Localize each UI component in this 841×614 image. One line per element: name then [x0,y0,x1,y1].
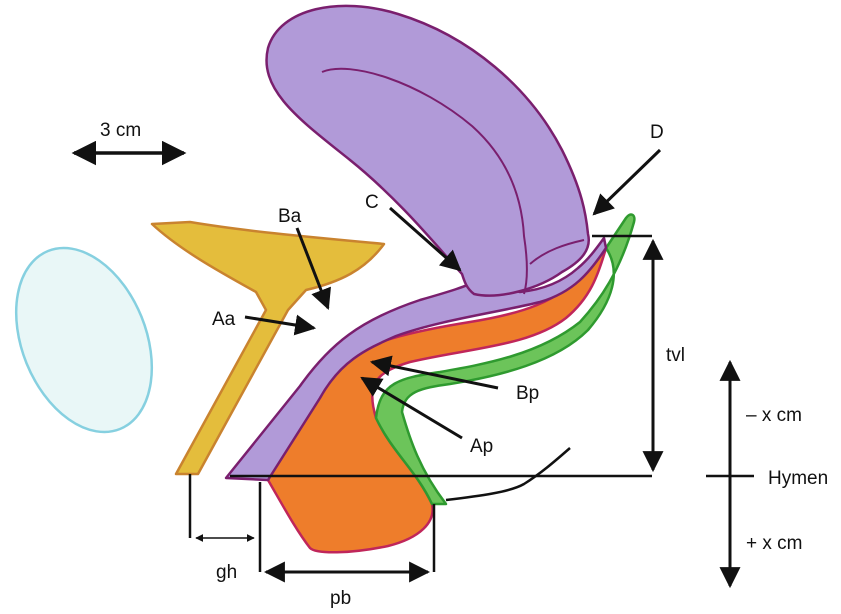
c-pointer [389,206,462,272]
ap-pointer [360,376,463,440]
point-bp-label: Bp [516,383,539,404]
hymen-label: Hymen [768,468,828,489]
uterine-cavity-line [321,67,528,295]
anterior-vaginal-wall [224,236,608,482]
tvl-label: tvl [666,345,685,366]
d-pointer [592,148,662,216]
point-c-label: C [365,192,379,213]
bladder-oval [14,246,154,434]
point-d-label: D [650,122,664,143]
point-ap-label: Ap [470,436,493,457]
perineum-line [445,447,571,502]
bp-pointer [369,355,499,390]
scale-label: 3 cm [100,120,141,141]
ba-pointer [295,227,331,310]
point-ba-label: Ba [278,206,302,227]
aa-pointer [244,314,317,336]
gh-label: gh [216,562,237,583]
cervix-line [529,239,585,265]
point-aa-label: Aa [212,309,236,330]
minus-x-label: – x cm [746,405,802,426]
pubic-bone [150,220,386,476]
posterior-vaginal-wall [374,213,636,506]
pb-label: pb [330,588,351,609]
plus-x-label: + x cm [746,533,802,554]
uterus [265,4,591,297]
